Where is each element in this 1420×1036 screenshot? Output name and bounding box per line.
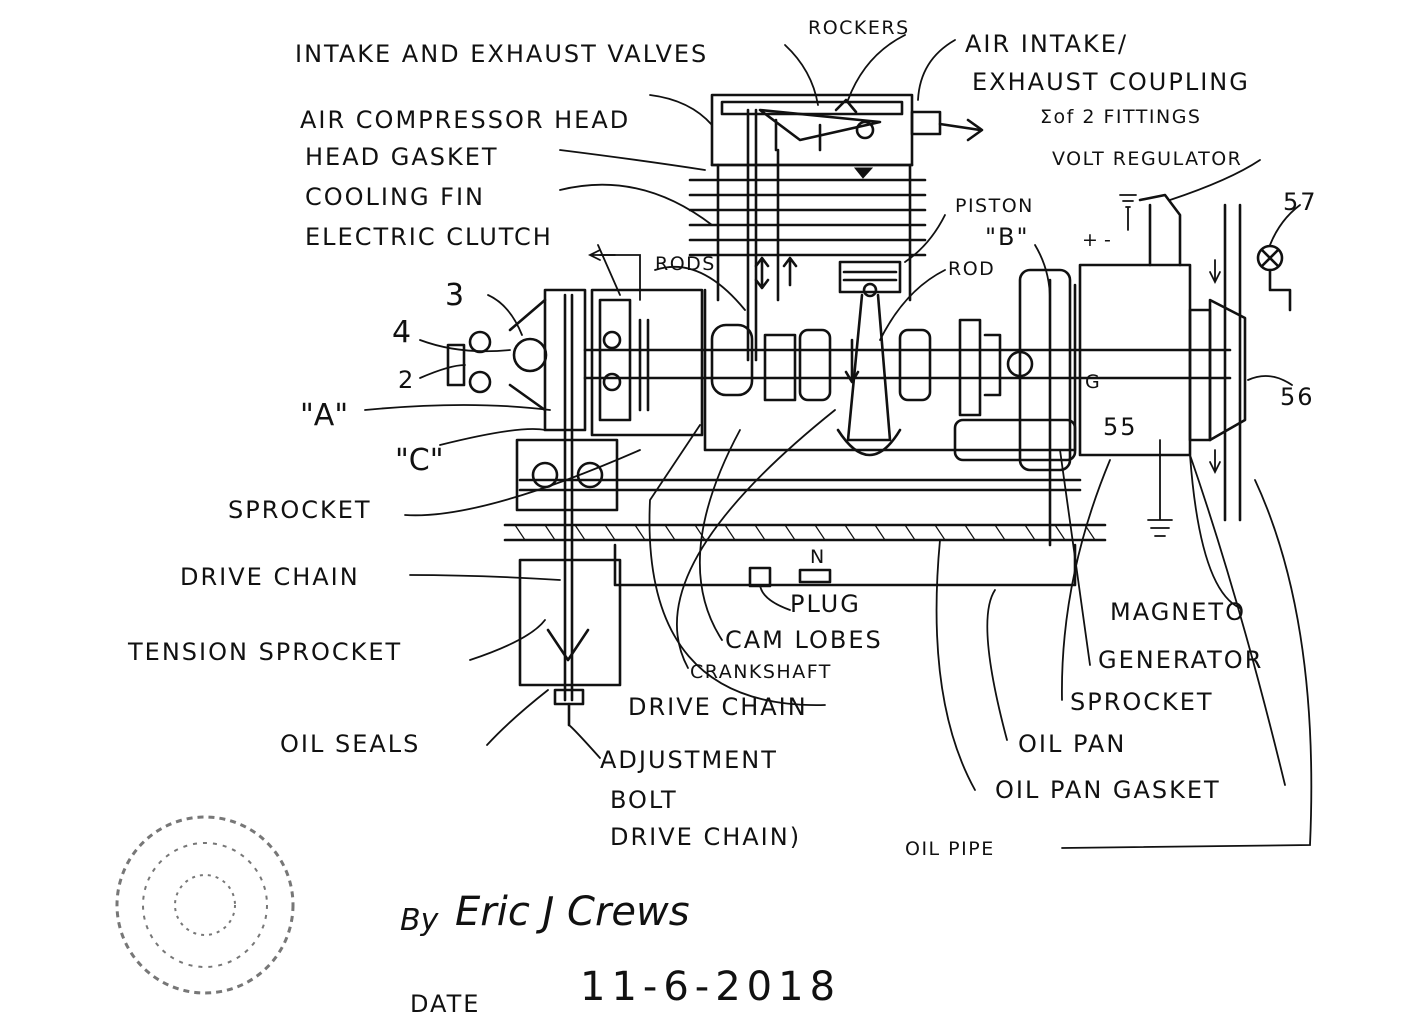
compressor-head-block — [710, 93, 914, 167]
signature-name: Eric J Crews — [455, 889, 690, 935]
label-piston: PISTON — [955, 195, 1034, 217]
leader-lines — [364, 34, 1313, 849]
signature-block: By Eric J Crews DATE 11-6-2018 — [400, 889, 841, 1018]
label-4: 4 — [392, 315, 411, 350]
label-c: "C" — [395, 443, 444, 478]
label-rod: ROD — [948, 258, 995, 280]
label-minus: - — [1104, 229, 1112, 251]
label-drive-chain-left: DRIVE CHAIN — [180, 563, 360, 591]
notary-seal-stamp — [115, 815, 295, 995]
label-fittings: Σof 2 FITTINGS — [1040, 106, 1202, 128]
label-2: 2 — [398, 366, 415, 394]
piston — [838, 260, 902, 294]
label-piston-b: "B" — [985, 223, 1030, 251]
connecting-rod — [846, 293, 892, 442]
tension-sprocket-housing — [515, 438, 619, 512]
label-sprocket: SPROCKET — [228, 496, 372, 524]
label-56: 56 — [1280, 383, 1315, 411]
pulley-end — [512, 337, 548, 373]
label-cam-lobes: CAM LOBES — [725, 626, 883, 654]
label-plug: PLUG — [790, 590, 861, 618]
label-intake-exhaust-valves: INTAKE AND EXHAUST VALVES — [295, 40, 708, 68]
label-oil-pan: OIL PAN — [1018, 730, 1126, 758]
label-drive-chain-mid: DRIVE CHAIN — [628, 693, 808, 721]
label-air-compressor-head: AIR COMPRESSOR HEAD — [300, 106, 630, 134]
label-sprocket-right: SPROCKET — [1070, 688, 1214, 716]
date-value: 11-6-2018 — [580, 964, 841, 1010]
tension-adjuster — [518, 558, 622, 687]
label-rockers: ROCKERS — [808, 17, 910, 39]
engine-drawing — [446, 93, 1292, 727]
cam-lobe-2 — [798, 328, 832, 402]
label-tension-sprocket: TENSION SPROCKET — [127, 638, 402, 666]
label-bolt: BOLT — [610, 786, 678, 814]
cooling-fins — [688, 178, 927, 257]
label-a: "A" — [300, 398, 348, 433]
label-plus: + — [1082, 229, 1099, 251]
label-oil-pan-gasket: OIL PAN GASKET — [995, 776, 1221, 804]
label-magneto: MAGNETO — [1110, 598, 1246, 626]
drain-plug — [748, 566, 772, 588]
label-n: N — [810, 546, 826, 568]
label-air-intake: AIR INTAKE/ — [965, 30, 1128, 58]
volt-regulator — [1138, 193, 1182, 267]
crankcase — [703, 283, 1077, 452]
cam-lobe-1 — [710, 323, 754, 397]
label-drive-chain-paren: DRIVE CHAIN) — [610, 823, 801, 851]
label-55: 55 — [1103, 413, 1138, 441]
label-volt-regulator: VOLT REGULATOR — [1052, 148, 1242, 170]
date-label: DATE — [410, 990, 480, 1018]
label-generator: GENERATOR — [1098, 646, 1263, 674]
label-adjustment: ADJUSTMENT — [600, 746, 778, 774]
label-3: 3 — [445, 278, 464, 313]
rocker-arm — [758, 108, 882, 142]
label-g: G — [1085, 371, 1101, 393]
label-rods: RODS — [655, 253, 716, 275]
right-sprocket — [1018, 268, 1072, 472]
label-cooling-fin: COOLING FIN — [305, 183, 485, 211]
label-57: 57 — [1283, 188, 1318, 216]
signature-by: By — [400, 903, 440, 938]
label-electric-clutch: ELECTRIC CLUTCH — [305, 223, 553, 251]
label-oil-seals: OIL SEALS — [280, 730, 420, 758]
label-crankshaft: CRANKSHAFT — [690, 661, 832, 683]
electric-clutch — [590, 288, 704, 437]
label-exhaust-coupling: EXHAUST COUPLING — [972, 68, 1250, 96]
label-oil-pipe: OIL PIPE — [905, 838, 995, 860]
label-head-gasket: HEAD GASKET — [305, 143, 499, 171]
oil-pan — [613, 543, 1077, 587]
labels: INTAKE AND EXHAUST VALVES ROCKERS AIR IN… — [127, 17, 1318, 860]
